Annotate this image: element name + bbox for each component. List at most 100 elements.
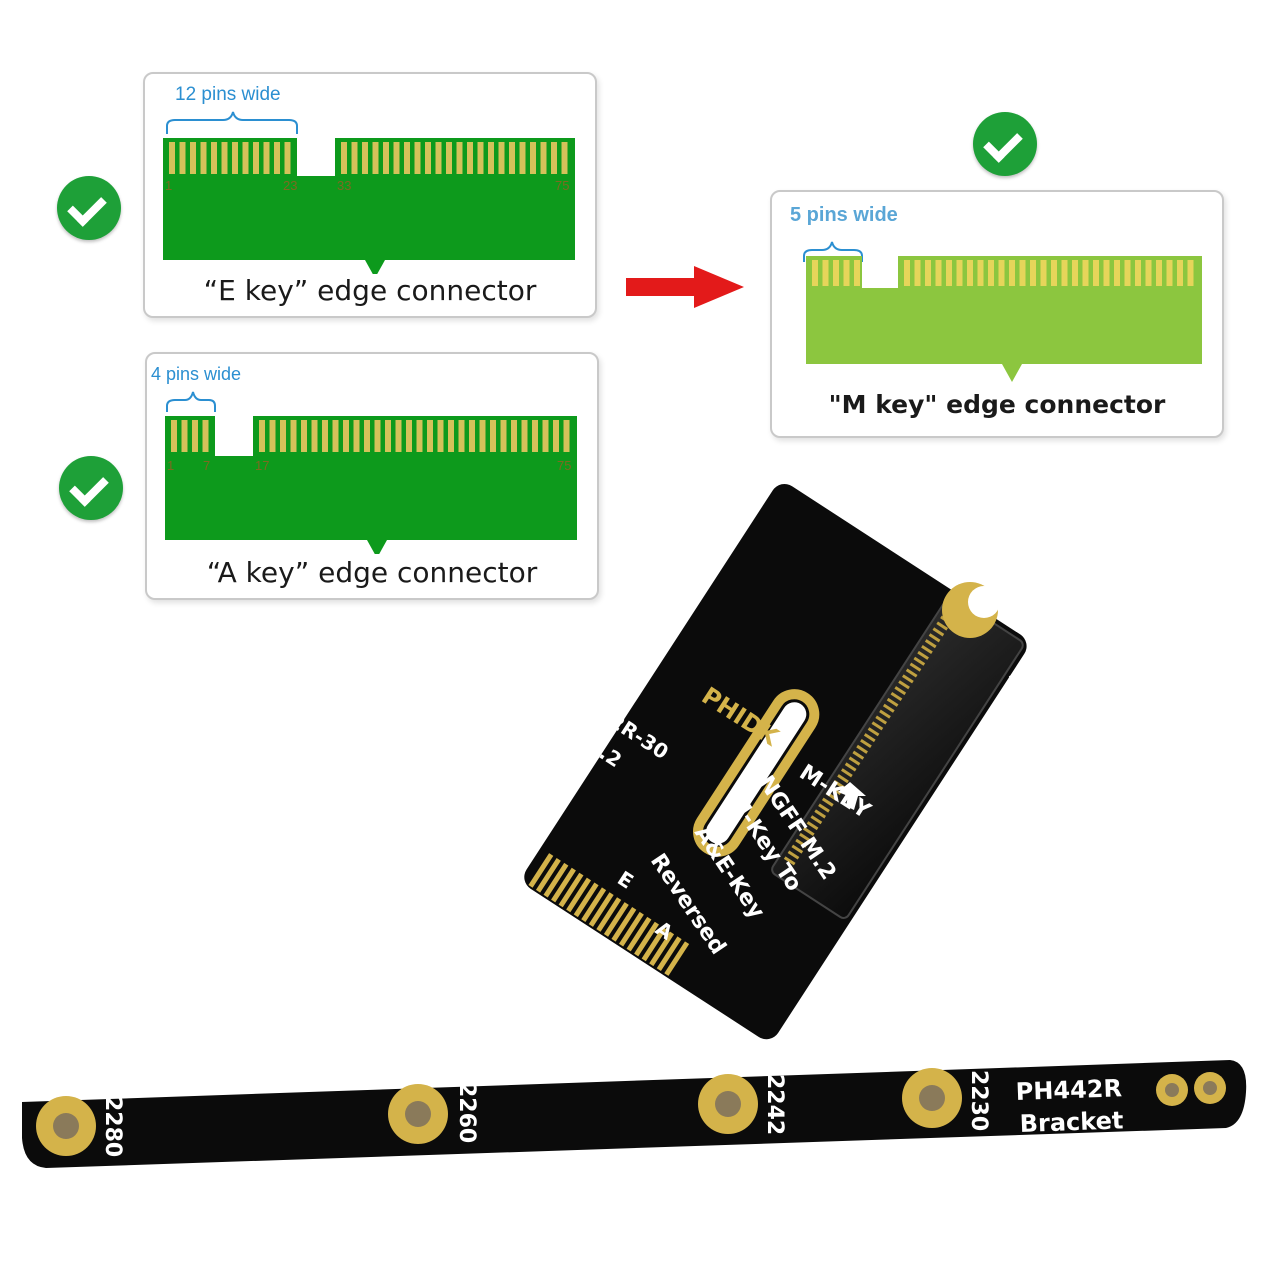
slot-pin xyxy=(806,821,819,831)
slot-pin xyxy=(894,686,907,696)
pin-contact xyxy=(843,260,850,286)
edge-finger xyxy=(588,892,614,927)
pin-contact xyxy=(551,142,557,174)
slot-pin xyxy=(860,738,872,748)
pin-contact xyxy=(500,420,507,452)
pin-contact xyxy=(1114,260,1120,286)
pin-contact xyxy=(395,420,402,452)
pin-contact xyxy=(488,142,494,174)
edge-finger xyxy=(664,941,690,976)
pin-contact xyxy=(1082,260,1089,286)
pin-contact xyxy=(822,260,829,286)
a-key-pins-label: 4 pins wide xyxy=(151,364,242,384)
edge-finger xyxy=(618,911,644,947)
pin-contact xyxy=(1009,260,1015,286)
slot-pin xyxy=(841,768,853,778)
slot-pin xyxy=(791,844,804,854)
pin-contact xyxy=(341,142,347,174)
slot-pin xyxy=(814,809,827,819)
pin-contact xyxy=(1040,260,1047,286)
mount-hole-thread xyxy=(53,1113,79,1139)
bracket-pos-2242: 2242 xyxy=(762,1074,787,1135)
pin-contact xyxy=(479,420,486,452)
a-key-pin-start: 1 xyxy=(167,458,175,473)
pin-contact xyxy=(988,260,994,286)
slot-pin xyxy=(787,850,800,860)
pin-contact xyxy=(322,420,328,452)
pin-contact xyxy=(435,142,442,174)
bracket-title-line2: Bracket xyxy=(1019,1106,1124,1138)
pin-contact xyxy=(171,420,177,452)
pin-contact xyxy=(301,420,307,452)
pin-contact xyxy=(904,260,910,286)
a-key-pin-gap-left: 7 xyxy=(203,458,211,473)
a-key-connector-diagram xyxy=(165,391,577,554)
pin-contact xyxy=(351,142,358,174)
check-icon-m-key xyxy=(973,112,1037,176)
edge-finger xyxy=(611,907,637,942)
pin-contact xyxy=(446,142,452,174)
slot-pin xyxy=(856,744,868,754)
pin-contact xyxy=(414,142,421,174)
pin-contact xyxy=(179,142,186,174)
e-key-panel: 12 pins wide 1 23 33 75 “E key” edge con… xyxy=(143,72,597,318)
pin-contact xyxy=(542,420,549,452)
pin-contact xyxy=(280,420,286,452)
slot-pin xyxy=(890,691,903,702)
pin-contact xyxy=(1166,260,1173,286)
pin-contact xyxy=(242,142,249,174)
pin-contact xyxy=(385,420,391,452)
pin-contact xyxy=(269,420,276,452)
pin-contact xyxy=(211,142,217,174)
bracket-title-line1: PH442R xyxy=(1015,1074,1122,1106)
pin-contact xyxy=(190,142,196,174)
pin-contact xyxy=(561,142,568,174)
pin-contact xyxy=(263,142,270,174)
pin-contact xyxy=(509,142,515,174)
pin-contact xyxy=(1072,260,1078,286)
edge-finger xyxy=(641,926,667,962)
pin-contact xyxy=(956,260,963,286)
pin-contact xyxy=(854,260,860,286)
edge-finger xyxy=(626,916,652,952)
pin-contact xyxy=(1019,260,1026,286)
bracket-pos-2260: 2260 xyxy=(454,1082,479,1143)
pin-contact xyxy=(914,260,921,286)
slot-pin xyxy=(799,832,811,842)
board-rohs: RoHS xyxy=(1004,667,1049,724)
slot-pin xyxy=(802,826,815,837)
pin-contact xyxy=(532,420,538,452)
slot-pin xyxy=(905,668,918,678)
a-key-pin-end: 75 xyxy=(557,458,572,473)
pin-contact xyxy=(425,142,431,174)
slot-pin xyxy=(879,709,891,719)
pin-contact xyxy=(967,260,973,286)
pin-contact xyxy=(393,142,400,174)
pin-contact xyxy=(221,142,228,174)
mount-hole-thread xyxy=(1165,1083,1179,1097)
pin-contact xyxy=(540,142,547,174)
pin-contact xyxy=(833,260,839,286)
pin-contact xyxy=(1156,260,1162,286)
pin-contact xyxy=(404,142,410,174)
bracket-pos-2280: 2280 xyxy=(100,1096,125,1157)
pin-contact xyxy=(812,260,818,286)
slot-pin xyxy=(913,656,926,666)
pin-contact xyxy=(362,142,368,174)
e-key-connector-diagram xyxy=(163,111,575,274)
pin-contact xyxy=(521,420,528,452)
pin-contact xyxy=(232,142,238,174)
bracket-pos-2230: 2230 xyxy=(966,1070,991,1131)
e-key-pin-end: 75 xyxy=(555,178,570,193)
slot-pin xyxy=(795,838,807,848)
pin-contact xyxy=(998,260,1005,286)
pin-contact xyxy=(383,142,389,174)
arrow-right-icon xyxy=(626,266,744,308)
pin-contact xyxy=(519,142,526,174)
pin-contact xyxy=(1177,260,1183,286)
adapter-board: PHIDK PH442R-30 VER:1.2 24K11 2230 RoHS … xyxy=(515,484,1049,1040)
a-key-panel: 4 pins wide 1 7 17 75 “A key” edge conne… xyxy=(145,352,599,600)
pin-contact xyxy=(1103,260,1110,286)
edge-finger xyxy=(656,936,682,972)
edge-finger xyxy=(543,862,569,898)
